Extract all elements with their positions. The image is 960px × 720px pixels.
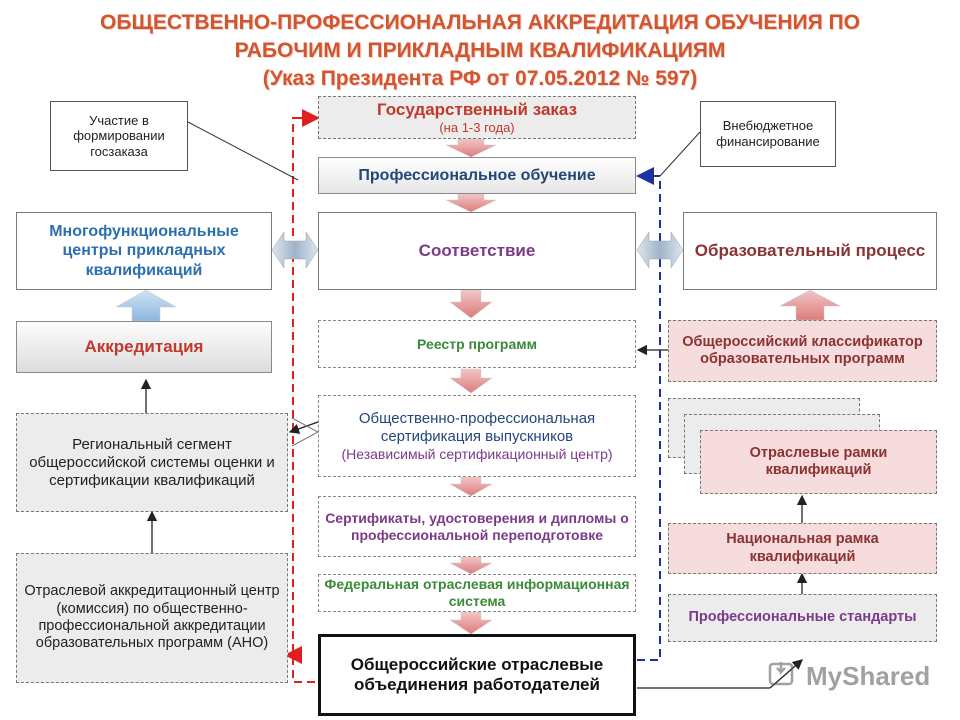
mfc-label: Многофункциональные центры прикладных кв… bbox=[49, 223, 239, 279]
compliance-box: Соответствие bbox=[318, 212, 636, 290]
callout-state-order-participation: Участие в формировании госзаказа bbox=[50, 101, 188, 171]
myshared-logo-icon bbox=[768, 658, 800, 695]
state-order-label: Государственный заказ bbox=[376, 99, 578, 119]
edu-process-box: Образовательный процесс bbox=[683, 212, 937, 290]
certificates-box: Сертификаты, удостоверения и дипломы о п… bbox=[318, 496, 636, 557]
certification-label: Общественно-профессиональная сертификаци… bbox=[358, 409, 596, 445]
callout-left-text: Участие в формировании госзаказа bbox=[73, 112, 165, 159]
mfc-box: Многофункциональные центры прикладных кв… bbox=[16, 212, 272, 290]
national-frame-box: Национальная рамка квалификаций bbox=[668, 523, 937, 574]
block-arrow-2 bbox=[445, 193, 497, 213]
blue-dashed-connector bbox=[637, 176, 661, 661]
block-arrow-up-blue bbox=[115, 289, 177, 322]
branch-frames-label: Отраслевые рамки квалификаций bbox=[749, 444, 888, 478]
block-arrow-5 bbox=[449, 476, 493, 497]
block-arrow-up-pink bbox=[779, 289, 841, 321]
accreditation-box: Аккредитация bbox=[16, 321, 272, 373]
classifier-label: Общероссийский классификатор образовател… bbox=[682, 333, 923, 367]
prof-standards-label: Профессиональные стандарты bbox=[688, 609, 917, 626]
regional-box: Региональный сегмент общероссийской сист… bbox=[16, 413, 288, 512]
accreditation-label: Аккредитация bbox=[84, 336, 204, 356]
title-line-2: РАБОЧИМ И ПРИКЛАДНЫМ КВАЛИФИКАЦИЯМ bbox=[234, 39, 726, 62]
prof-training-box: Профессиональное обучение bbox=[318, 157, 636, 194]
employers-box: Общероссийские отраслевые объединения ра… bbox=[318, 634, 636, 716]
fed-system-label: Федеральная отраслевая информационная си… bbox=[324, 576, 630, 609]
certification-sub: (Независимый сертификационный центр) bbox=[341, 445, 613, 462]
block-arrow-3 bbox=[449, 289, 493, 319]
edu-process-label: Образовательный процесс bbox=[694, 240, 926, 260]
national-frame-label: Национальная рамка квалификаций bbox=[726, 531, 879, 565]
red-dashed-connector bbox=[292, 117, 318, 683]
block-arrow-4 bbox=[449, 368, 493, 394]
watermark: MyShared bbox=[768, 656, 938, 696]
callout-left-pointer bbox=[187, 121, 299, 181]
title-line-1: ОБЩЕСТВЕННО-ПРОФЕССИОНАЛЬНАЯ АККРЕДИТАЦИ… bbox=[100, 11, 860, 34]
employers-label: Общероссийские отраслевые объединения ра… bbox=[350, 654, 604, 694]
branch-center-box: Отраслевой аккредитационный центр (комис… bbox=[16, 553, 288, 683]
callout-extrabudget-funding: Внебюджетное финансирование bbox=[700, 101, 836, 167]
certificates-label: Сертификаты, удостоверения и дипломы о п… bbox=[325, 509, 629, 543]
double-arrow-left bbox=[271, 231, 319, 269]
registry-box: Реестр программ bbox=[318, 320, 636, 368]
open-arrow-right bbox=[291, 417, 320, 447]
classifier-box: Общероссийский классификатор образовател… bbox=[668, 320, 937, 382]
block-arrow-7 bbox=[449, 611, 493, 635]
title-line-3: (Указ Президента РФ от 07.05.2012 № 597) bbox=[262, 67, 698, 90]
branch-center-label: Отраслевой аккредитационный центр (комис… bbox=[24, 583, 280, 652]
prof-standards-box: Профессиональные стандарты bbox=[668, 594, 937, 642]
fed-system-box: Федеральная отраслевая информационная си… bbox=[318, 574, 636, 612]
arrow-to-regional-from-center bbox=[288, 421, 319, 434]
compliance-label: Соответствие bbox=[418, 240, 536, 260]
prof-training-label: Профессиональное обучение bbox=[358, 166, 596, 184]
state-order-sub: (на 1-3 года) bbox=[439, 119, 515, 135]
block-arrow-1 bbox=[445, 138, 497, 158]
certification-box: Общественно-профессиональная сертификаци… bbox=[318, 395, 636, 477]
branch-frames-box: Отраслевые рамки квалификаций bbox=[700, 430, 937, 494]
watermark-text: MyShared bbox=[806, 660, 931, 691]
registry-label: Реестр программ bbox=[417, 335, 537, 352]
callout-right-text: Внебюджетное финансирование bbox=[716, 118, 820, 149]
block-arrow-6 bbox=[449, 556, 493, 575]
state-order-box: Государственный заказ (на 1-3 года) bbox=[318, 96, 636, 139]
callout-right-pointer bbox=[659, 131, 701, 177]
regional-label: Региональный сегмент общероссийской сист… bbox=[29, 435, 275, 489]
